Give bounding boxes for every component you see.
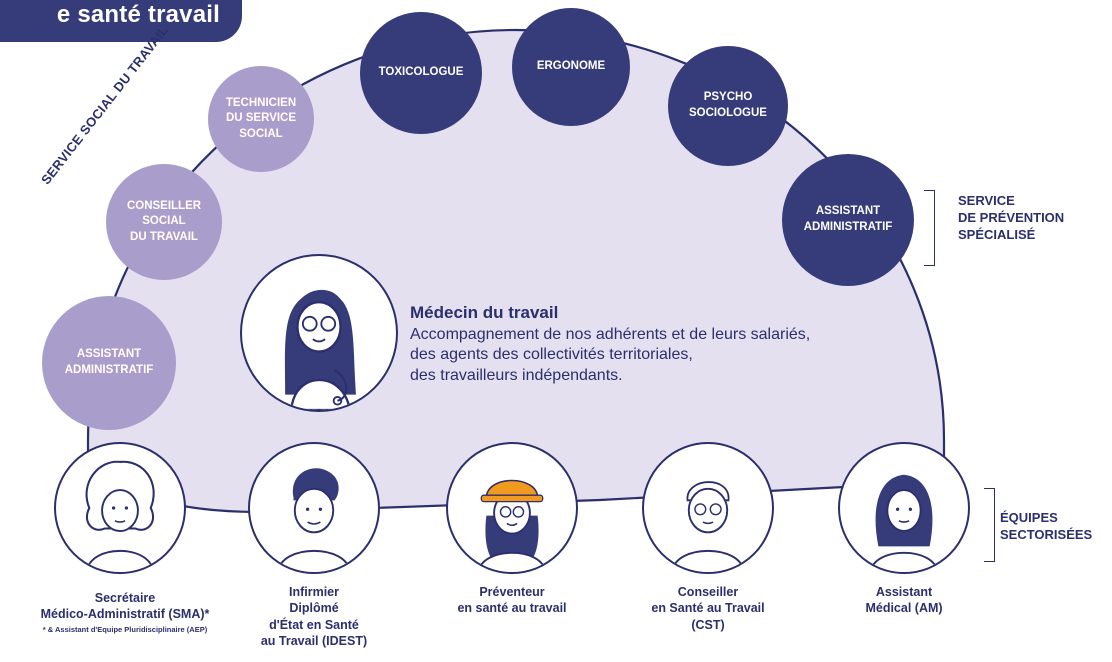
caption-line: d'État en Santé (269, 617, 359, 632)
circle-ergonome: ERGONOME (512, 8, 630, 126)
person-glasses-icon (671, 481, 745, 572)
label-line: SECTORISÉES (1000, 526, 1093, 542)
doctor-desc-line: des agents des collectivités territorial… (410, 346, 693, 364)
person-curly-hair-icon (85, 460, 155, 572)
circle-line: SOCIAL (239, 127, 283, 140)
label-line: SPÉCIALISÉ (958, 226, 1036, 242)
caption-line: en Santé au Travail (651, 601, 765, 616)
service-prevention-label: SERVICE DE PRÉVENTION SPÉCIALISÉ (958, 193, 1064, 244)
circle-line: DU SERVICE (225, 112, 297, 125)
doctor-title: Médecin du travail (410, 303, 559, 322)
circle-psycho-sociologue: PSYCHO SOCIOLOGUE (668, 46, 788, 166)
person-hard-hat-icon (477, 479, 547, 572)
person-short-hair-icon (277, 468, 351, 572)
caption-note: * & Assistant d'Equipe Pluridisciplinair… (42, 624, 208, 634)
page-title: e santé travail (56, 1, 220, 28)
circle-line: ADMINISTRATIF (803, 221, 893, 233)
portrait-conseiller (642, 442, 774, 574)
caption-conseiller: Conseiller en Santé au Travail (CST) (628, 584, 788, 633)
caption-line: (CST) (691, 617, 725, 632)
doctor-portrait (240, 254, 398, 412)
portrait-preventeur (446, 442, 578, 574)
circle-line: SOCIOLOGUE (689, 107, 767, 119)
label-line: ÉQUIPES (1000, 510, 1058, 525)
bracket-equipes (984, 488, 995, 562)
circle-line: DU TRAVAIL (130, 230, 198, 243)
label-line: SERVICE (958, 193, 1015, 208)
portrait-infirmier (248, 442, 380, 574)
portrait-secretaire (54, 442, 186, 574)
caption-line: en santé au travail (457, 601, 567, 616)
page-title-tab: e santé travail (0, 0, 242, 42)
caption-line: Conseiller (677, 585, 739, 599)
caption-line: au Travail (IDEST) (260, 633, 368, 648)
doctor-desc-line: des travailleurs indépendants. (410, 366, 623, 384)
circle-line: ASSISTANT (815, 205, 881, 218)
doctor-description: Accompagnement de nos adhérents et de le… (410, 325, 930, 386)
circle-toxicologue: TOXICOLOGUE (360, 12, 482, 134)
caption-assistant-medical: Assistant Médical (AM) (824, 584, 984, 617)
caption-secretaire: Secrétaire Médico-Administratif (SMA)* *… (10, 590, 240, 634)
circle-assistant-administratif-prevention: ASSISTANT ADMINISTRATIF (782, 154, 914, 286)
circle-line: TECHNICIEN (225, 96, 297, 109)
circle-line: ERGONOME (536, 60, 606, 73)
doctor-desc-line: Accompagnement de nos adhérents et de le… (410, 326, 811, 343)
label-line: DE PRÉVENTION (958, 209, 1065, 225)
circle-line: ASSISTANT (76, 348, 142, 361)
circle-line: SOCIAL (142, 215, 186, 228)
portrait-assistant-medical (838, 442, 970, 574)
caption-line: Assistant (875, 585, 933, 599)
caption-line: Préventeur (479, 585, 545, 599)
caption-infirmier: Infirmier Diplômé d'État en Santé au Tra… (234, 584, 394, 649)
circle-line: CONSEILLER (126, 199, 202, 212)
circle-conseiller-social: CONSEILLER SOCIAL DU TRAVAIL (106, 164, 222, 280)
circle-line: ADMINISTRATIF (64, 364, 154, 376)
circle-assistant-administratif-social: ASSISTANT ADMINISTRATIF (42, 296, 176, 430)
doctor-illustration-icon (284, 289, 356, 410)
circle-technicien-service-social: TECHNICIEN DU SERVICE SOCIAL (208, 66, 314, 172)
caption-line: Infirmier (288, 585, 339, 599)
person-long-hair-icon (869, 474, 939, 572)
caption-line: Médical (AM) (865, 601, 943, 616)
caption-line: Diplômé (289, 601, 339, 616)
caption-line: Médico-Administratif (SMA)* (40, 607, 210, 622)
circle-line: PSYCHO (703, 91, 753, 104)
circle-line: TOXICOLOGUE (378, 66, 464, 79)
bracket-prevention (924, 190, 935, 266)
caption-line: Secrétaire (94, 591, 156, 605)
equipes-sectorisees-label: ÉQUIPES SECTORISÉES (1000, 510, 1092, 544)
caption-preventeur: Préventeur en santé au travail (432, 584, 592, 617)
